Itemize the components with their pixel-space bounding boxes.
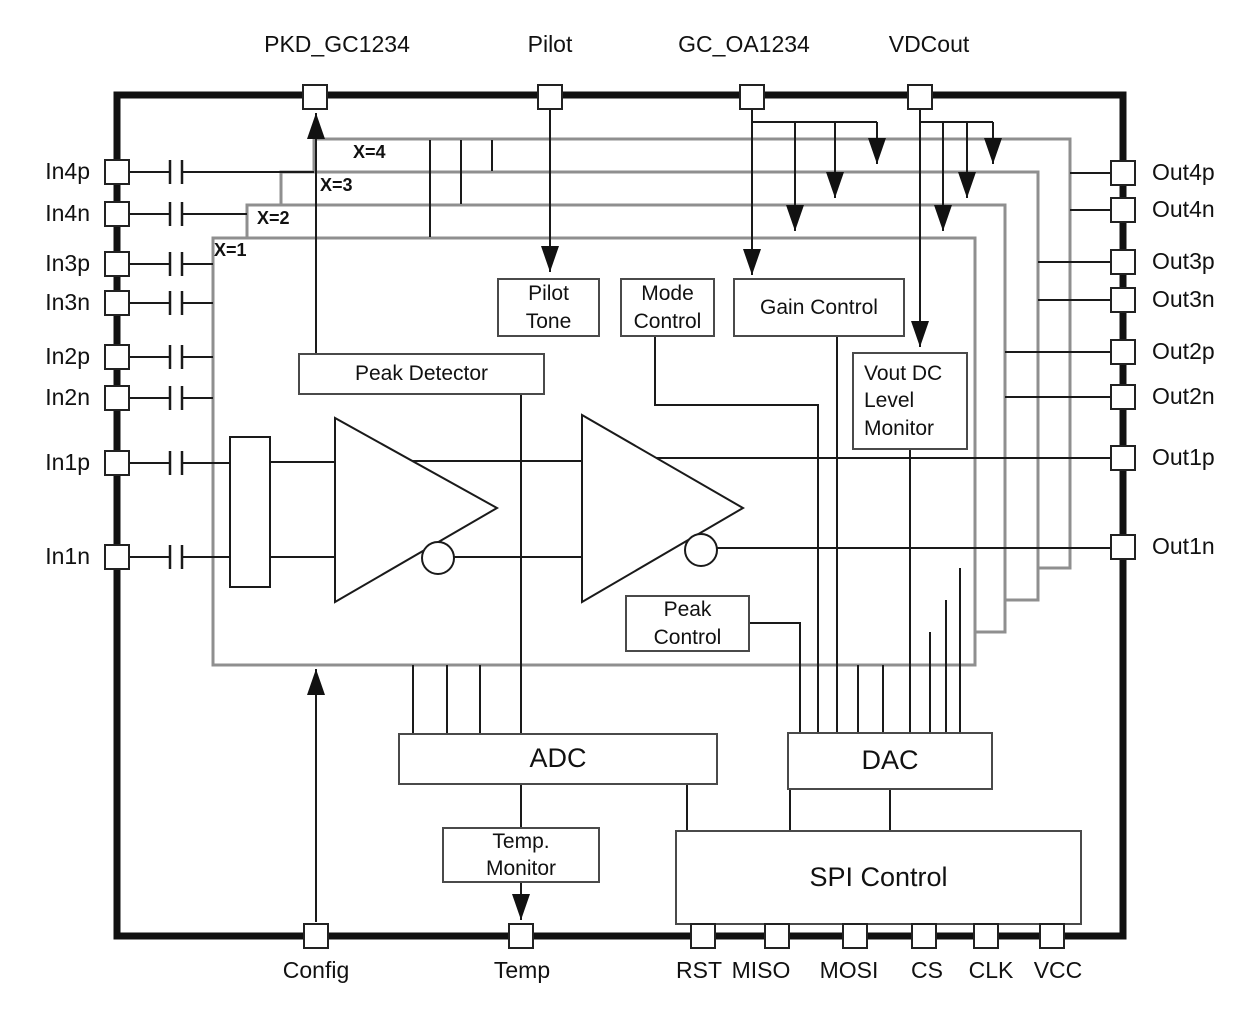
pin-config [303, 923, 329, 949]
pin-pilot [537, 84, 563, 110]
pin-label-out2p: Out2p [1152, 338, 1215, 364]
input-wires [130, 171, 314, 558]
pin-label-clk: CLK [968, 957, 1014, 983]
block-label: Peak [663, 598, 712, 622]
block-label: Tone [525, 309, 572, 333]
amplifier-2 [581, 413, 745, 604]
channel-label-x1: X=1 [214, 240, 247, 260]
block-vout-dc-monitor: Vout DC Level Monitor [852, 352, 968, 450]
stack-connector-wires [429, 140, 493, 237]
block-label: Control [653, 625, 722, 649]
block-mode-control: Mode Control [620, 278, 715, 337]
pin-label-in1p: In1p [45, 449, 90, 475]
block-label: ADC [529, 743, 587, 774]
capacitor-icons [168, 160, 184, 569]
block-dac: DAC [787, 732, 993, 790]
pin-label-out3n: Out3n [1152, 286, 1215, 312]
pin-label-vdcout: VDCout [888, 31, 970, 57]
block-temp-monitor: Temp. Monitor [442, 827, 600, 883]
pin-label-out4p: Out4p [1152, 159, 1215, 185]
block-peak-detector: Peak Detector [298, 353, 545, 395]
pin-label-in1n: In1n [45, 543, 90, 569]
pin-clk [973, 923, 999, 949]
block-peak-control: Peak Control [625, 595, 750, 652]
pin-pkd-gc1234 [302, 84, 328, 110]
block-label: Vout DC [864, 362, 943, 386]
pin-out3n [1110, 287, 1136, 313]
inverting-bubble-2 [684, 533, 718, 567]
pin-label-out1n: Out1n [1152, 533, 1215, 559]
inverting-bubble-1 [421, 541, 455, 575]
block-label: Temp. [492, 829, 550, 853]
pin-temp [508, 923, 534, 949]
block-gain-control: Gain Control [733, 278, 905, 337]
pin-vcc [1039, 923, 1065, 949]
pin-in3n [104, 290, 130, 316]
signal-path [229, 413, 1110, 604]
pin-label-in3n: In3n [45, 289, 90, 315]
pin-in1n [104, 544, 130, 570]
pin-label-in3p: In3p [45, 250, 90, 276]
pin-label-temp: Temp [493, 957, 551, 983]
pin-label-miso: MISO [731, 957, 791, 983]
output-wires [1005, 172, 1110, 398]
block-label: DAC [861, 745, 919, 776]
pin-out3p [1110, 249, 1136, 275]
pin-label-pilot: Pilot [527, 31, 573, 57]
pin-out1n [1110, 534, 1136, 560]
block-adc: ADC [398, 733, 718, 785]
control-wires [307, 110, 1002, 353]
pin-gc-oa1234 [739, 84, 765, 110]
channel-label-x4: X=4 [353, 142, 386, 162]
pin-out2n [1110, 384, 1136, 410]
pin-label-rst: RST [676, 957, 722, 983]
pin-in2n [104, 385, 130, 411]
pin-label-out4n: Out4n [1152, 196, 1215, 222]
pin-out1p [1110, 445, 1136, 471]
pin-label-cs: CS [911, 957, 943, 983]
pin-label-in4p: In4p [45, 158, 90, 184]
pin-label-pkd-gc1234: PKD_GC1234 [264, 31, 410, 57]
amplifier-1 [334, 416, 500, 604]
pin-mosi [842, 923, 868, 949]
block-label: SPI Control [809, 861, 948, 892]
block-label: Control [633, 309, 702, 333]
block-label: Peak Detector [354, 362, 489, 386]
channel-label-x3: X=3 [320, 175, 353, 195]
block-wires [307, 337, 961, 922]
pin-in3p [104, 251, 130, 277]
pin-in4n [104, 201, 130, 227]
block-label: Monitor [485, 857, 557, 880]
pin-label-mosi: MOSI [819, 957, 879, 983]
pin-label-config: Config [282, 957, 350, 983]
pin-label-out1p: Out1p [1152, 444, 1215, 470]
channel-label-x2: X=2 [257, 208, 290, 228]
pin-in1p [104, 450, 130, 476]
pin-rst [690, 923, 716, 949]
pin-label-out3p: Out3p [1152, 248, 1215, 274]
pin-label-gc-oa1234: GC_OA1234 [678, 31, 810, 57]
pin-cs [911, 923, 937, 949]
block-label: Gain Control [760, 295, 878, 319]
pin-label-in2n: In2n [45, 384, 90, 410]
pin-out2p [1110, 339, 1136, 365]
pin-label-in4n: In4n [45, 200, 90, 226]
pin-in2p [104, 344, 130, 370]
pin-label-in2p: In2p [45, 343, 90, 369]
input-stage [229, 436, 271, 588]
pin-in4p [104, 159, 130, 185]
block-spi-control: SPI Control [675, 830, 1082, 925]
block-label: Mode [641, 282, 694, 306]
pin-vdcout [907, 84, 933, 110]
pin-out4p [1110, 160, 1136, 186]
chip-outline [113, 91, 1127, 940]
pin-miso [764, 923, 790, 949]
pin-label-out2n: Out2n [1152, 383, 1215, 409]
block-label: Level [864, 389, 915, 413]
block-label: Pilot [528, 282, 569, 306]
block-label: Monitor [864, 416, 935, 440]
pin-label-vcc: VCC [1033, 957, 1083, 983]
pin-out4n [1110, 197, 1136, 223]
block-pilot-tone: Pilot Tone [497, 278, 600, 337]
